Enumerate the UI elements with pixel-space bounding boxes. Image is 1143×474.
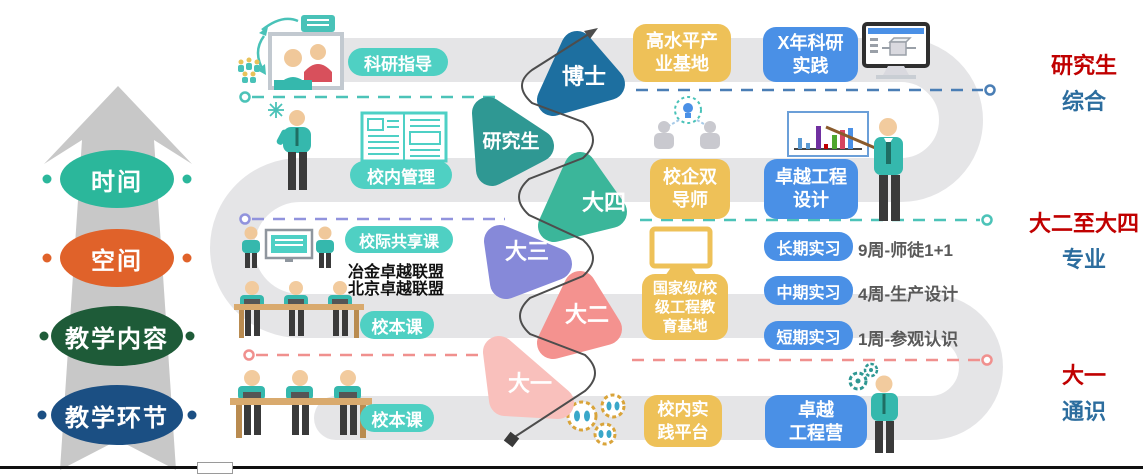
stage-label-doctor: 博士: [561, 64, 607, 89]
mid-internship-desc: 4周-生产设计: [858, 285, 959, 304]
axis-item-space: 空间: [60, 229, 174, 287]
axis-item-teaching-content: 教学内容: [51, 306, 183, 366]
phase-line2: 综合: [1061, 89, 1106, 114]
phase-year2-4-professional: 大二至大四 专业: [1022, 206, 1143, 278]
pill-research-guidance: 科研指导: [348, 48, 448, 76]
phase-line2: 通识: [1061, 399, 1106, 424]
stage-label-year4: 大四: [581, 190, 627, 215]
pill-short-internship: 短期实习: [764, 321, 853, 350]
person-sparkler-icon: [268, 102, 311, 190]
axis-dots: [37, 174, 197, 420]
phase-year1-general: 大一 通识: [1022, 358, 1143, 430]
stage-shape-year3: [484, 225, 572, 299]
phase-line2: 专业: [1061, 247, 1106, 272]
stage-label-year2: 大二: [564, 302, 610, 327]
stage-label-graduate: 研究生: [482, 131, 540, 153]
phase-line1: 大一: [1061, 363, 1106, 388]
stage-label-year1: 大一: [507, 371, 553, 396]
engineering-base-monitor-icon: [649, 226, 713, 280]
axis-item-time: 时间: [60, 150, 174, 208]
phase-line1: 研究生: [1050, 53, 1117, 78]
tiny-crowd-icon: [238, 57, 260, 83]
seeds-icon: [566, 393, 626, 446]
video-call-icon: [238, 15, 344, 90]
bottom-border-line: [0, 466, 1143, 469]
short-internship-desc: 1周-参观认识: [858, 330, 959, 349]
mindmap-idea-icon: [654, 96, 720, 149]
box-campus-practice-platform: 校内实 践平台: [644, 395, 722, 447]
divider-2-left: [239, 213, 505, 225]
stage-shape-year4: [538, 152, 627, 242]
chart-board-icon: [787, 111, 881, 157]
phase-line1: 大二至大四: [1028, 211, 1139, 236]
alliance-note: 冶金卓越联盟 北京卓越联盟: [348, 264, 445, 298]
divider-1-left: [239, 91, 500, 103]
divider-2-right: [640, 214, 993, 226]
stage-label-year3: 大三: [504, 239, 550, 264]
box-research-practice: X年科研 实践: [763, 27, 858, 82]
zigzag-arrow: [503, 28, 598, 448]
pill-long-internship: 长期实习: [764, 232, 853, 261]
box-engineering-edu-base: 国家级/校 级工程教 育基地: [642, 274, 728, 340]
box-engineering-design: 卓越工程 设计: [764, 159, 858, 219]
divider-3-right: [632, 354, 993, 366]
cad-monitor-icon: [862, 22, 930, 79]
presenter-icon: [874, 118, 903, 221]
box-engineering-camp: 卓越 工程营: [765, 395, 867, 448]
pill-intercollege-shared-course: 校际共享课: [345, 226, 453, 253]
axis-item-teaching-stage: 教学环节: [51, 385, 183, 445]
divider-1-right: [636, 84, 996, 96]
stage-shapes: [472, 31, 627, 419]
pathway-road: [210, 38, 1003, 440]
phase-graduate-comprehensive: 研究生 综合: [1022, 48, 1143, 120]
pill-school-course-row4: 校本课: [360, 404, 434, 432]
newspaper-icon: [360, 111, 448, 163]
stage-shape-graduate: [472, 97, 554, 186]
gears-person-icon: [848, 362, 898, 453]
box-industry-base: 高水平产 业基地: [633, 24, 731, 82]
stage-shape-doctor: [537, 31, 625, 116]
classroom-icon-row3: [234, 281, 364, 338]
stage-shape-year2: [537, 271, 622, 359]
pill-campus-management: 校内管理: [350, 161, 452, 189]
divider-3-left: [243, 349, 495, 361]
classroom-icon-row4: [230, 370, 372, 438]
shared-screen-people-icon: [242, 226, 334, 268]
box-dual-mentor: 校企双 导师: [650, 159, 730, 219]
selection-handle-box: [197, 462, 233, 474]
stage-shape-year1: [483, 336, 574, 419]
long-internship-desc: 9周-师徒1+1: [858, 241, 953, 260]
pill-school-course-row3: 校本课: [360, 311, 434, 339]
pill-mid-internship: 中期实习: [764, 276, 853, 305]
